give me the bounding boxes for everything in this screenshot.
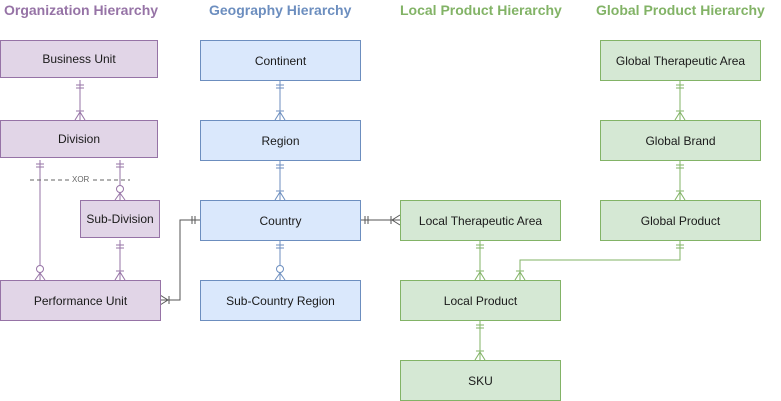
entity-sku[interactable]: SKU	[400, 360, 561, 401]
edge-global-therapeutic-area-global-brand	[674, 80, 686, 121]
xor-label: XOR	[71, 175, 91, 184]
entity-region[interactable]: Region	[200, 120, 361, 161]
title-local-product-hierarchy: Local Product Hierarchy	[400, 2, 562, 18]
entity-local-product[interactable]: Local Product	[400, 280, 561, 321]
entity-global-brand[interactable]: Global Brand	[600, 120, 761, 161]
edge-division-sub-division	[114, 160, 126, 201]
edge-local-therapeutic-area-local-product	[474, 240, 486, 281]
edge-global-brand-global-product	[674, 160, 686, 201]
entity-sub-division[interactable]: Sub-Division	[80, 200, 160, 238]
edge-sub-division-performance-unit	[114, 240, 126, 281]
entity-local-therapeutic-area[interactable]: Local Therapeutic Area	[400, 200, 561, 241]
edge-country-sub-country-region	[274, 240, 286, 281]
edge-continent-region	[274, 80, 286, 121]
title-organization-hierarchy: Organization Hierarchy	[4, 2, 159, 18]
entity-global-therapeutic-area[interactable]: Global Therapeutic Area	[600, 40, 761, 81]
edge-division-performance-unit	[34, 160, 46, 281]
edge-region-country	[274, 160, 286, 201]
entity-division[interactable]: Division	[0, 120, 158, 158]
title-geography-hierarchy: Geography Hierarchy	[209, 2, 352, 18]
edge-global-product-local-product	[514, 240, 684, 281]
edge-country-local-therapeutic-area	[360, 214, 401, 226]
title-global-product-hierarchy: Global Product Hierarchy	[596, 2, 765, 18]
entity-continent[interactable]: Continent	[200, 40, 361, 81]
entity-global-product[interactable]: Global Product	[600, 200, 761, 241]
entity-sub-country-region[interactable]: Sub-Country Region	[200, 280, 361, 321]
edge-local-product-sku	[474, 320, 486, 361]
edge-business-unit-division	[74, 80, 86, 121]
entity-performance-unit[interactable]: Performance Unit	[0, 280, 161, 321]
entity-business-unit[interactable]: Business Unit	[0, 40, 158, 78]
entity-country[interactable]: Country	[200, 200, 361, 241]
edge-country-performance-unit	[159, 216, 200, 306]
